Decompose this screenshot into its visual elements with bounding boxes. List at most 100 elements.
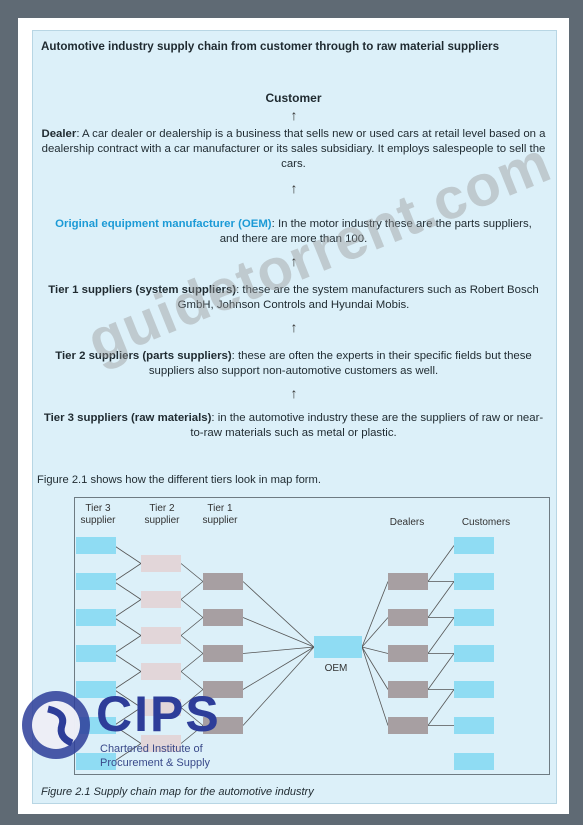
map-connector (113, 671, 142, 690)
map-connector (113, 617, 142, 636)
map-connector (242, 581, 315, 648)
map-connector (113, 689, 142, 708)
dealer-box (388, 645, 428, 662)
oem-paragraph: Original equipment manufacturer (OEM): I… (41, 217, 546, 247)
dealer-paragraph: Dealer: A car dealer or dealership is a … (41, 127, 546, 172)
tier3-supplier-box (76, 681, 116, 698)
oem-box (314, 636, 362, 658)
tier3-text: : in the automotive industry these are t… (190, 412, 544, 439)
tier2-supplier-box (141, 663, 181, 680)
up-arrow-icon: ↑ (290, 253, 298, 269)
tier1-supplier-box (203, 645, 243, 662)
tier3-supplier-box (76, 609, 116, 626)
tier3-supplier-box (76, 753, 116, 770)
customer-box (454, 537, 494, 554)
up-arrow-icon: ↑ (290, 385, 298, 401)
cips-logo-sub2: Procurement & Supply (100, 757, 211, 769)
map-connector (113, 653, 142, 672)
tier2-supplier-box (141, 699, 181, 716)
map-connector (180, 617, 204, 636)
map-connector (180, 581, 204, 600)
tier2-supplier-box (141, 591, 181, 608)
map-connector (427, 617, 455, 654)
tier2-term: Tier 2 suppliers (parts suppliers) (55, 350, 232, 362)
cips-logo: CIPS Chartered Institute of Procurement … (18, 685, 238, 775)
info-panel: Automotive industry supply chain from cu… (32, 30, 557, 804)
map-connector (427, 545, 455, 582)
dealer-box (388, 609, 428, 626)
tier1-text: : these are the system manufacturers suc… (177, 284, 539, 311)
map-connector (180, 599, 204, 618)
map-connector (113, 743, 142, 762)
map-frame (74, 497, 550, 775)
col-tier1-line2: supplier (202, 515, 238, 526)
oem-box-label: OEM (325, 663, 348, 674)
tier2-supplier-box (141, 555, 181, 572)
col-tier3-line1: Tier 3 (85, 503, 111, 514)
tier3-term: Tier 3 suppliers (raw materials) (43, 412, 212, 424)
map-connector (180, 635, 204, 654)
figure-intro: Figure 2.1 shows how the different tiers… (37, 474, 321, 486)
map-connector (361, 646, 389, 726)
map-connector (180, 563, 204, 582)
tier3-supplier-box (76, 573, 116, 590)
tier2-supplier-box (141, 627, 181, 644)
customer-label: Customer (265, 91, 322, 105)
dealer-term: Dealer (41, 128, 77, 140)
tier3-paragraph: Tier 3 suppliers (raw materials): in the… (41, 411, 546, 441)
customer-box (454, 681, 494, 698)
map-connector (361, 581, 389, 648)
tier1-supplier-box (203, 609, 243, 626)
customer-box (454, 573, 494, 590)
col-tier1-line1: Tier 1 (207, 503, 233, 514)
map-connector (180, 653, 204, 672)
dealer-box (388, 717, 428, 734)
up-arrow-icon: ↑ (290, 107, 298, 123)
tier1-supplier-box (203, 681, 243, 698)
customer-box (454, 645, 494, 662)
map-connector (113, 599, 142, 618)
cips-logo-name: CIPS (96, 686, 221, 742)
customer-box (454, 753, 494, 770)
col-tier3-line2: supplier (80, 515, 116, 526)
up-arrow-icon: ↑ (290, 180, 298, 196)
map-connector (180, 725, 204, 744)
oem-text: : In the motor industry these are the pa… (219, 218, 532, 245)
tier1-term: Tier 1 suppliers (system suppliers) (48, 284, 237, 296)
map-boxes (76, 537, 494, 770)
col-dealers: Dealers (390, 517, 424, 528)
map-connector (242, 617, 315, 648)
map-connector (427, 689, 455, 726)
cips-logo-sub1: Chartered Institute of (100, 743, 203, 755)
map-connector (113, 725, 142, 744)
map-connector (180, 671, 204, 690)
map-connector (242, 646, 315, 654)
dealer-text: : A car dealer or dealership is a busine… (41, 128, 546, 170)
map-connector (427, 581, 455, 618)
map-connector (113, 563, 142, 582)
tier1-supplier-box (203, 573, 243, 590)
tier2-supplier-box (141, 735, 181, 752)
map-connector (242, 646, 315, 690)
map-connector (113, 581, 142, 600)
map-connector (180, 689, 204, 708)
customer-box (454, 609, 494, 626)
customer-box (454, 717, 494, 734)
map-connector (113, 707, 142, 726)
col-customers: Customers (462, 517, 510, 528)
map-links (113, 545, 455, 762)
up-arrow-icon: ↑ (290, 319, 298, 335)
dealer-box (388, 573, 428, 590)
tier1-paragraph: Tier 1 suppliers (system suppliers): the… (41, 283, 546, 313)
col-tier2-line1: Tier 2 (149, 503, 175, 514)
oem-term: Original equipment manufacturer (OEM) (55, 218, 272, 230)
map-connector (361, 646, 389, 690)
map-connector (180, 707, 204, 726)
tier3-supplier-box (76, 645, 116, 662)
panel-title: Automotive industry supply chain from cu… (41, 40, 500, 53)
map-connector (427, 653, 455, 690)
tier3-supplier-box (76, 537, 116, 554)
document-page: Automotive industry supply chain from cu… (18, 18, 569, 814)
tier1-supplier-box (203, 717, 243, 734)
cips-emblem-icon (22, 691, 90, 759)
